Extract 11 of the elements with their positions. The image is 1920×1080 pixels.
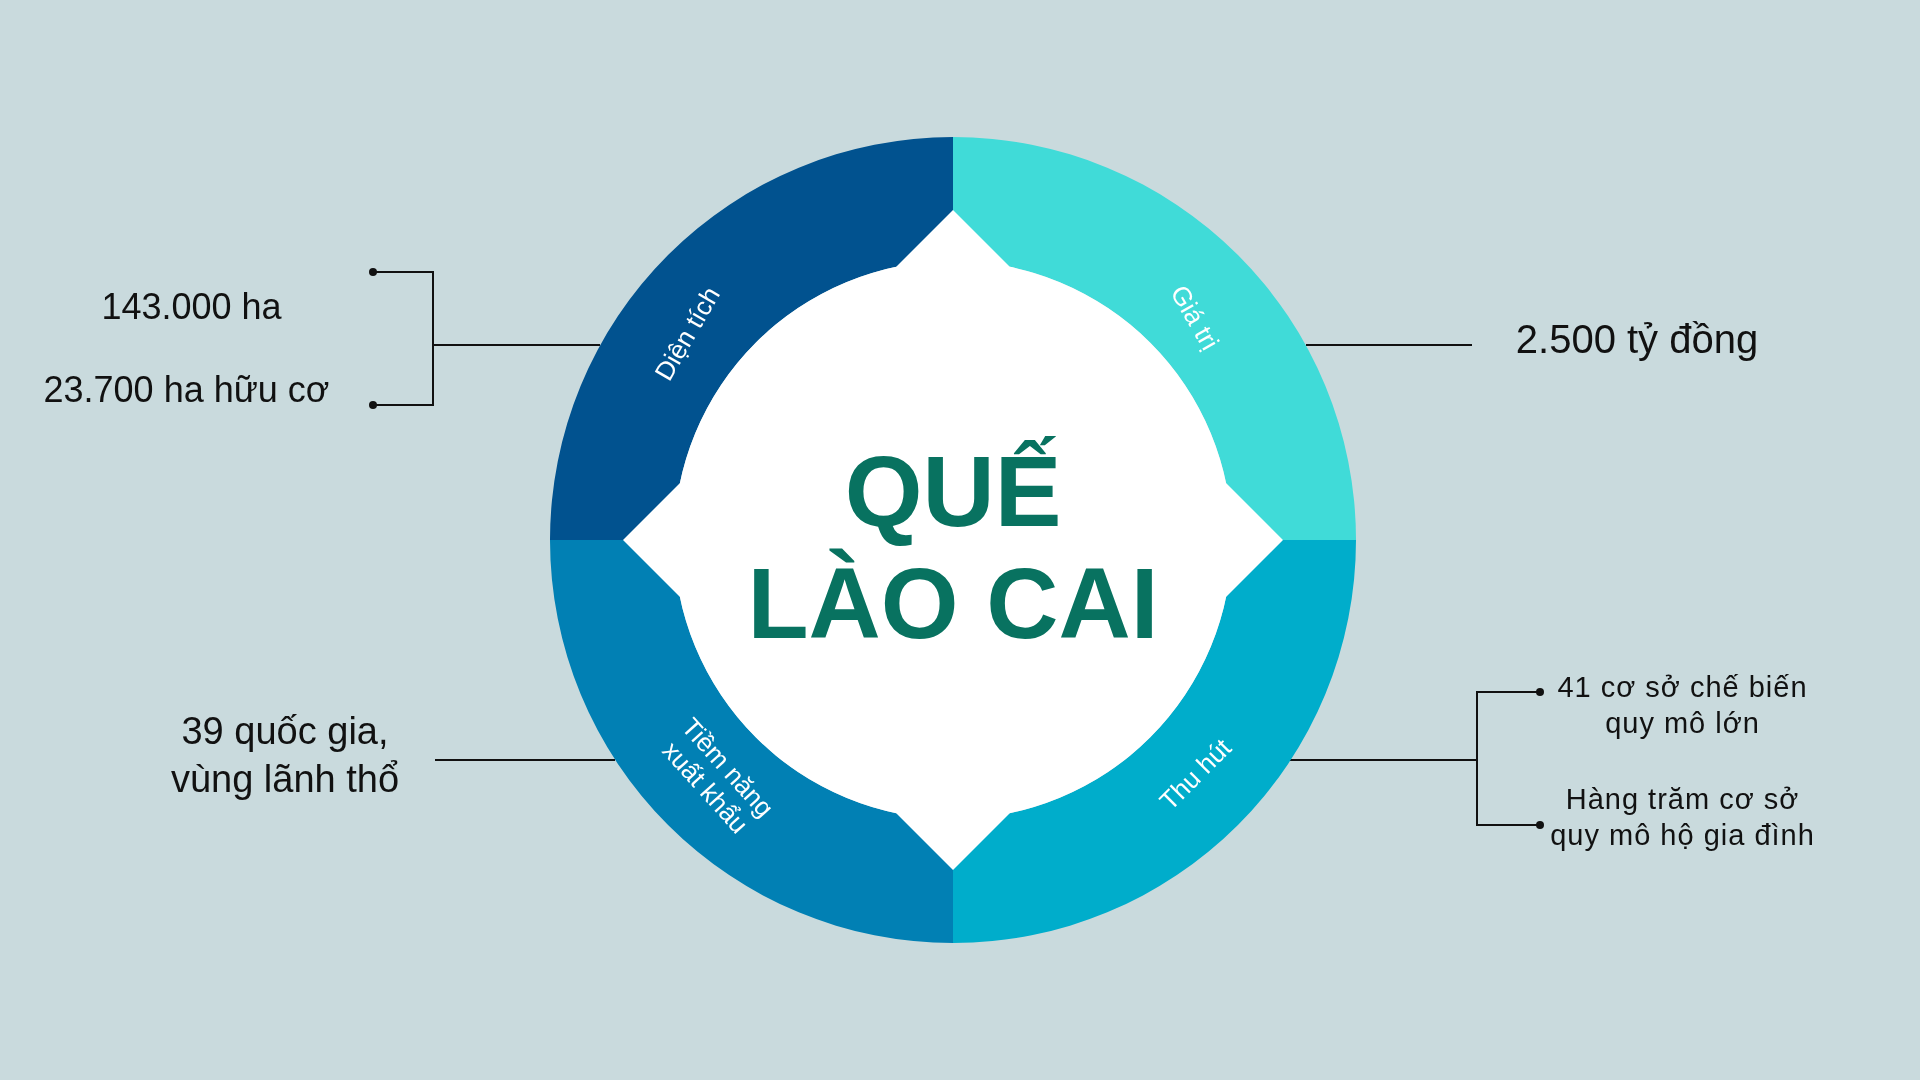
connector-line bbox=[1305, 344, 1473, 346]
stat-text: 2.500 tỷ đồng bbox=[1472, 314, 1802, 364]
stat-text: Hàng trăm cơ sở quy mô hộ gia đình bbox=[1540, 780, 1825, 854]
connector-line bbox=[434, 759, 616, 761]
segment-label: Giá trị bbox=[1163, 280, 1225, 356]
segment-label: Thu hút bbox=[1154, 733, 1238, 817]
stat-text: 39 quốc gia, vùng lãnh thổ bbox=[155, 707, 415, 803]
stat-text: 143.000 ha bbox=[10, 283, 373, 329]
stat-text: 41 cơ sở chế biến quy mô lớn bbox=[1540, 668, 1825, 742]
center-title: QUẾ LÀO CAI bbox=[746, 435, 1160, 659]
stat-text: 23.700 ha hữu cơ bbox=[0, 366, 373, 412]
